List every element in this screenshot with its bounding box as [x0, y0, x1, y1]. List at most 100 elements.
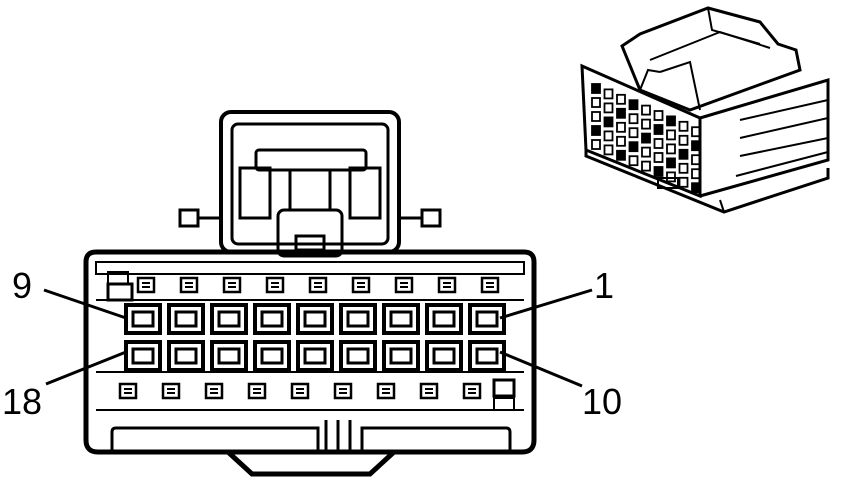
pin-cavity-1 — [468, 303, 506, 335]
connector-face-view: 9 1 18 10 — [2, 110, 622, 477]
iso-cavity — [666, 143, 676, 155]
iso-cavity — [666, 157, 676, 169]
lower-latch-row — [118, 382, 482, 400]
iso-cavity — [666, 115, 676, 127]
iso-cavity — [678, 176, 689, 188]
iso-cavity — [616, 107, 626, 119]
iso-cavity — [591, 83, 601, 94]
pin-cavity-9 — [124, 303, 162, 335]
iso-cavity — [691, 168, 701, 180]
iso-cavity — [653, 166, 664, 177]
iso-cavity — [678, 120, 689, 132]
pin-cavity-11 — [425, 340, 463, 372]
iso-cavity — [641, 146, 651, 158]
iso-cavity — [678, 162, 689, 174]
pin-cavity-4 — [339, 303, 377, 335]
iso-cavity — [691, 140, 701, 152]
pin-cavity-16 — [210, 340, 248, 372]
latch-tab — [308, 276, 328, 294]
latch-tab — [161, 382, 181, 400]
latch-tab — [376, 382, 396, 400]
iso-cavity — [628, 113, 639, 125]
pin-cavity-7 — [210, 303, 248, 335]
latch-tab — [351, 276, 371, 294]
connector-isometric-icon — [580, 6, 830, 214]
pin-cavity-2 — [425, 303, 463, 335]
iso-cavity — [666, 129, 676, 141]
pin-cavity-14 — [296, 340, 334, 372]
iso-cavity — [616, 135, 626, 147]
latch-tab — [179, 276, 199, 294]
pin-cavity-6 — [253, 303, 291, 335]
iso-cavity — [653, 110, 664, 121]
isometric-cavities — [591, 83, 701, 194]
pin-cavity-12 — [382, 340, 420, 372]
connector-body — [83, 249, 537, 477]
iso-cavity — [678, 134, 689, 146]
leader-lines — [43, 288, 593, 388]
iso-cavity — [603, 102, 614, 114]
pin-label-9: 9 — [12, 265, 32, 306]
iso-cavity — [691, 126, 701, 138]
latch-tab — [290, 382, 310, 400]
latch-tab — [247, 382, 267, 400]
iso-cavity — [628, 155, 639, 167]
pin-cavity-5 — [296, 303, 334, 335]
iso-cavity — [628, 141, 639, 153]
leader-pin-18 — [45, 350, 127, 386]
iso-cavity — [603, 88, 614, 100]
pin-cavity-18 — [124, 340, 162, 372]
leader-pin-10 — [499, 350, 583, 388]
iso-cavity — [628, 127, 639, 139]
iso-cavity — [591, 125, 601, 136]
iso-cavity — [616, 121, 626, 133]
iso-cavity — [653, 138, 664, 149]
latch-tab — [480, 276, 500, 294]
iso-cavity — [616, 93, 626, 105]
latch-tab — [462, 382, 482, 400]
latch-tab — [394, 276, 414, 294]
pin-cavity-17 — [167, 340, 205, 372]
iso-cavity — [603, 130, 614, 142]
locking-latch — [178, 110, 442, 258]
latch-tab — [419, 382, 439, 400]
latch-tab — [437, 276, 457, 294]
iso-cavity — [653, 124, 664, 135]
pin-label-10: 10 — [582, 381, 622, 422]
latch-tab — [136, 276, 156, 294]
iso-cavity — [603, 116, 614, 128]
iso-cavity — [628, 99, 639, 111]
pin-row-bottom — [124, 340, 506, 372]
pin-cavity-13 — [339, 340, 377, 372]
pin-label-1: 1 — [594, 265, 614, 306]
iso-cavity — [591, 111, 601, 122]
pin-cavity-8 — [167, 303, 205, 335]
latch-tab — [118, 382, 138, 400]
pin-cavity-10 — [468, 340, 506, 372]
iso-cavity — [678, 148, 689, 160]
iso-cavity — [641, 132, 651, 144]
iso-cavity — [641, 118, 651, 130]
iso-cavity — [641, 160, 651, 172]
iso-cavity — [666, 171, 676, 183]
pin-row-top — [124, 303, 506, 335]
latch-tab — [222, 276, 242, 294]
iso-cavity — [691, 154, 701, 166]
iso-cavity — [603, 144, 614, 156]
leader-pin-1 — [499, 288, 593, 320]
pin-label-18: 18 — [2, 381, 42, 422]
upper-latch-row — [136, 276, 500, 294]
pin-cavity-3 — [382, 303, 420, 335]
iso-cavity — [616, 149, 626, 161]
iso-cavity — [691, 182, 701, 194]
latch-tab — [265, 276, 285, 294]
iso-cavity — [591, 97, 601, 108]
latch-tab — [333, 382, 353, 400]
latch-tab — [204, 382, 224, 400]
pin-cavity-15 — [253, 340, 291, 372]
iso-cavity — [653, 152, 664, 163]
leader-pin-9 — [43, 288, 127, 320]
iso-cavity — [641, 104, 651, 116]
iso-cavity — [591, 139, 601, 150]
